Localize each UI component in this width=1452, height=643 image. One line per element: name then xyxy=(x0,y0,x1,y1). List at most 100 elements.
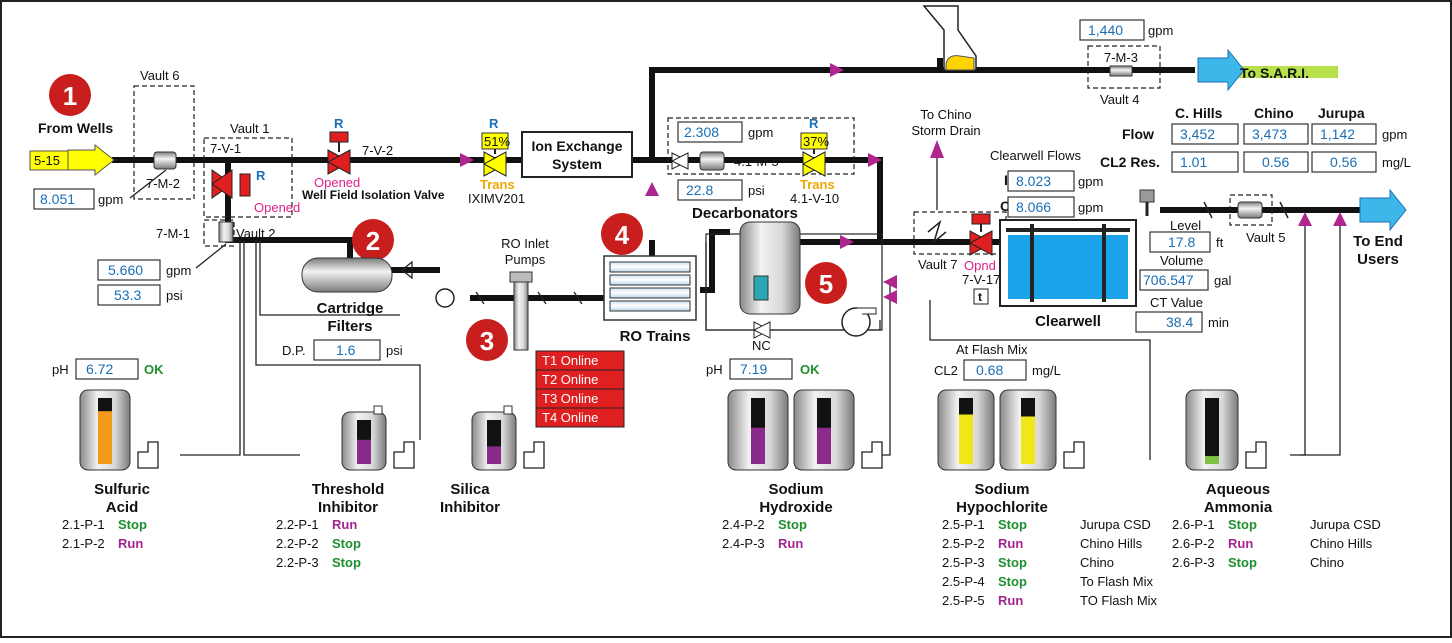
sari-tank-icon[interactable] xyxy=(922,5,977,71)
sulfuric-name-2: Acid xyxy=(106,499,139,516)
ro-trains-unit[interactable] xyxy=(603,255,697,321)
svg-text:7.19: 7.19 xyxy=(740,361,767,377)
pump-status[interactable]: Stop xyxy=(998,574,1027,589)
pump-id: 2.1-P-2 xyxy=(62,536,105,551)
pump-status[interactable]: Stop xyxy=(998,555,1027,570)
pump-destination: Chino Hills xyxy=(1080,536,1143,551)
pump-status[interactable]: Stop xyxy=(118,517,147,532)
sulfuric-tank-pump-icon[interactable] xyxy=(137,441,159,469)
threshold-tank-pump-icon[interactable] xyxy=(393,441,415,469)
ro-inlet-pump[interactable] xyxy=(509,271,533,351)
meter-7m1-label: 7-M-1 xyxy=(156,226,190,241)
pump-status[interactable]: Stop xyxy=(1228,517,1257,532)
header-jurupa: Jurupa xyxy=(1318,105,1365,121)
vault-2-box xyxy=(203,219,235,247)
decarbonator-tank[interactable] xyxy=(739,221,801,315)
svg-text:22.8: 22.8 xyxy=(686,182,713,198)
valve-7v17[interactable] xyxy=(968,213,994,256)
step-1: 1 xyxy=(49,74,91,116)
well-source-button[interactable]: 5-15 xyxy=(29,150,69,171)
pump-destination: Chino Hills xyxy=(1310,536,1373,551)
well-flow-value xyxy=(33,188,95,210)
hypochlorite-tank-1[interactable] xyxy=(937,389,995,471)
cartridge-filters[interactable] xyxy=(301,257,393,293)
acid-ph-value xyxy=(75,358,139,380)
pump-id: 2.5-P-1 xyxy=(942,517,985,532)
threshold-tank[interactable] xyxy=(341,405,387,471)
hydroxide-name-2: Hydroxide xyxy=(759,499,832,516)
valve-iximv201-status: Trans xyxy=(480,177,515,192)
timer-button[interactable]: t xyxy=(973,288,989,305)
hypochlorite-tank-2[interactable] xyxy=(999,389,1057,471)
hypochlorite-tank-2-pump-icon[interactable] xyxy=(1063,441,1085,469)
flow-arrows xyxy=(460,63,1347,304)
hydroxide-tank-2-pump-icon[interactable] xyxy=(861,441,883,469)
caustic-ph-value xyxy=(729,358,793,380)
chino-storm-label-2: Storm Drain xyxy=(911,123,980,138)
hydroxide-name-1: Sodium xyxy=(769,481,824,498)
pump-status[interactable]: Run xyxy=(998,536,1023,551)
well-field-isolation-label: Well Field Isolation Valve xyxy=(302,188,445,202)
pump-status[interactable]: Stop xyxy=(998,517,1027,532)
v2-flow-value xyxy=(97,259,161,281)
pump-id: 2.2-P-1 xyxy=(276,517,319,532)
header-chino: Chino xyxy=(1254,105,1294,121)
valve-bypass-icon[interactable] xyxy=(670,152,690,170)
vault-5-box xyxy=(1229,194,1273,226)
to-sari-arrow[interactable]: To S.A.R.I. xyxy=(1197,48,1338,92)
valve-7v1[interactable] xyxy=(211,169,251,199)
pump-id: 2.5-P-3 xyxy=(942,555,985,570)
pump-status[interactable]: Stop xyxy=(1228,555,1257,570)
level-label: Level xyxy=(1170,218,1201,233)
chemical-tanks xyxy=(79,389,1267,471)
svg-text:psi: psi xyxy=(166,288,183,303)
ammonia-tank[interactable] xyxy=(1185,389,1239,471)
clearwell-tank[interactable] xyxy=(999,219,1137,307)
vault-7-label: Vault 7 xyxy=(918,257,958,272)
valve-iximv201[interactable]: 51% xyxy=(481,132,510,177)
pump-status[interactable]: Run xyxy=(332,517,357,532)
svg-text:8.051: 8.051 xyxy=(40,191,75,207)
pump-status[interactable]: Run xyxy=(1228,536,1253,551)
svg-text:1: 1 xyxy=(63,81,77,111)
sari-flow-value xyxy=(1079,19,1145,41)
pump-id: 2.5-P-5 xyxy=(942,593,985,608)
valve-7v2[interactable] xyxy=(326,131,352,175)
to-end-users-arrow[interactable] xyxy=(1359,188,1407,232)
pump-status[interactable]: Run xyxy=(118,536,143,551)
svg-text:gpm: gpm xyxy=(748,125,773,140)
pump-status[interactable]: Run xyxy=(778,536,803,551)
nc-valve[interactable] xyxy=(752,321,772,339)
decarb-blower-icon[interactable] xyxy=(841,307,877,337)
cartridge-label-2: Filters xyxy=(327,318,372,335)
pump-status[interactable]: Run xyxy=(998,593,1023,608)
ix-pressure-value xyxy=(677,179,743,201)
sulfuric-name-1: Sulfuric xyxy=(94,481,150,498)
hypochlorite-name-2: Hypochlorite xyxy=(956,499,1048,516)
to-end-users-label-1: To End xyxy=(1353,233,1403,250)
acid-ph-label: pH xyxy=(52,362,69,377)
ro-status-t4: T4 Online xyxy=(542,410,598,425)
ro-inlet-label-1: RO Inlet xyxy=(501,236,549,251)
flash-mix-cl2-label: CL2 xyxy=(934,363,958,378)
meter-41m5-icon[interactable] xyxy=(699,151,725,171)
bypass-vault-box xyxy=(667,117,855,175)
pump-status[interactable]: Stop xyxy=(332,536,361,551)
hydroxide-tank-1[interactable] xyxy=(727,389,789,471)
ion-exchange-button[interactable]: Ion Exchange System xyxy=(521,131,633,178)
meter-vault5-icon[interactable] xyxy=(1237,201,1263,219)
ammonia-tank-pump-icon[interactable] xyxy=(1245,441,1267,469)
silica-tank[interactable] xyxy=(471,405,517,471)
meter-7m2-icon[interactable] xyxy=(153,151,177,170)
pump-id: 2.5-P-2 xyxy=(942,536,985,551)
valve-41v10-label: 4.1-V-10 xyxy=(790,191,839,206)
pump-status[interactable]: Stop xyxy=(332,555,361,570)
meter-7m3-icon[interactable] xyxy=(1109,65,1133,77)
valve-41v10[interactable]: 37% xyxy=(800,132,829,177)
sulfuric-tank[interactable] xyxy=(79,389,131,471)
meter-7m1-icon[interactable] xyxy=(218,221,234,243)
pump-id: 2.6-P-2 xyxy=(1172,536,1215,551)
silica-tank-pump-icon[interactable] xyxy=(523,441,545,469)
hydroxide-tank-2[interactable] xyxy=(793,389,855,471)
pump-status[interactable]: Stop xyxy=(778,517,807,532)
